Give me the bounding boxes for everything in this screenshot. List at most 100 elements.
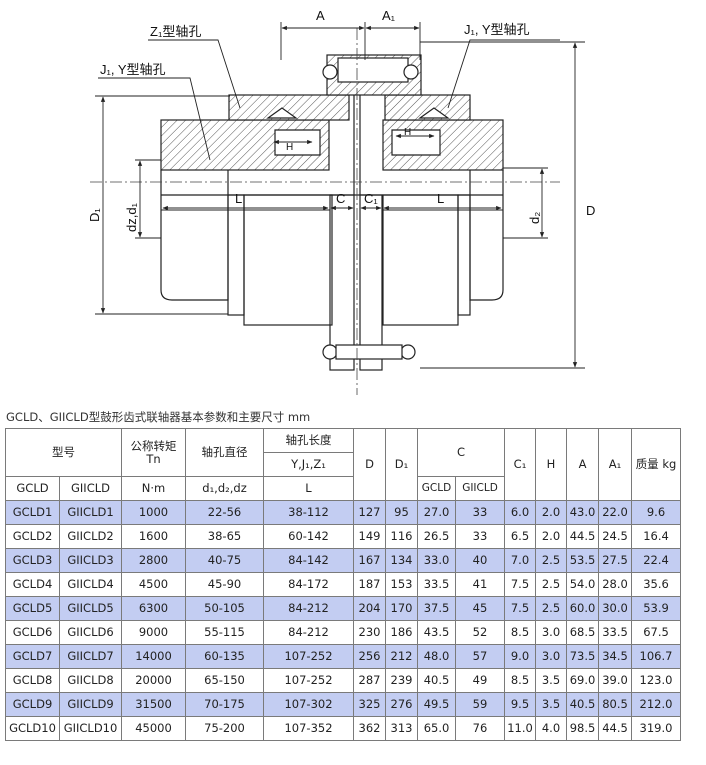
table-cell: GCLD9 xyxy=(5,692,60,717)
table-cell: 276 xyxy=(385,692,418,717)
table-cell: 49.5 xyxy=(417,692,456,717)
table-cell: 7.5 xyxy=(504,596,536,621)
table-cell: 60.0 xyxy=(566,596,599,621)
dimension-labels: A A₁ Z₁型轴孔 J₁, Y型轴孔 J₁, Y型轴孔 H H L L C C… xyxy=(87,8,595,232)
table-cell: 11.0 xyxy=(504,716,536,741)
table-cell: GIICLD7 xyxy=(59,644,122,669)
label-D1: D₁ xyxy=(87,208,102,222)
table-cell: 28.0 xyxy=(598,572,632,597)
table-cell: 319.0 xyxy=(631,716,681,741)
table-cell: 186 xyxy=(385,620,418,645)
table-cell: 134 xyxy=(385,548,418,573)
header-mass: 质量 kg xyxy=(631,428,681,501)
table-cell: 3.0 xyxy=(535,620,567,645)
label-H-left: H xyxy=(286,142,293,153)
table-cell: 40-75 xyxy=(185,548,264,573)
table-cell: 22.0 xyxy=(598,500,632,525)
table-cell: 9.6 xyxy=(631,500,681,525)
table-cell: 49 xyxy=(455,668,505,693)
table-cell: 68.5 xyxy=(566,620,599,645)
table-cell: GCLD2 xyxy=(5,524,60,549)
table-cell: 84-212 xyxy=(263,620,354,645)
table-cell: 239 xyxy=(385,668,418,693)
table-cell: 230 xyxy=(353,620,386,645)
table-cell: 22.4 xyxy=(631,548,681,573)
table-cell: 153 xyxy=(385,572,418,597)
table-cell: 3.5 xyxy=(535,668,567,693)
table-cell: 33.5 xyxy=(598,620,632,645)
table-cell: 6.0 xyxy=(504,500,536,525)
header-C1: C₁ xyxy=(504,428,536,501)
table-cell: GIICLD8 xyxy=(59,668,122,693)
table-cell: 45000 xyxy=(121,716,186,741)
table-cell: 44.5 xyxy=(598,716,632,741)
header-model: 型号 xyxy=(5,428,122,477)
table-cell: 84-142 xyxy=(263,548,354,573)
table-cell: 20000 xyxy=(121,668,186,693)
table-cell: 73.5 xyxy=(566,644,599,669)
table-cell: 2.5 xyxy=(535,596,567,621)
header-C: C xyxy=(417,428,505,477)
table-cell: 67.5 xyxy=(631,620,681,645)
table-cell: GCLD3 xyxy=(5,548,60,573)
table-cell: 3.5 xyxy=(535,692,567,717)
table-cell: GIICLD10 xyxy=(59,716,122,741)
table-cell: 39.0 xyxy=(598,668,632,693)
table-cell: 7.5 xyxy=(504,572,536,597)
label-j1y-bore-left: J₁, Y型轴孔 xyxy=(100,62,166,77)
table-cell: GIICLD4 xyxy=(59,572,122,597)
table-cell: 98.5 xyxy=(566,716,599,741)
table-cell: 40 xyxy=(455,548,505,573)
coupling-drawing: A A₁ Z₁型轴孔 J₁, Y型轴孔 J₁, Y型轴孔 H H L L C C… xyxy=(87,8,595,395)
table-cell: GIICLD9 xyxy=(59,692,122,717)
table-cell: 2.0 xyxy=(535,500,567,525)
table-cell: 212 xyxy=(385,644,418,669)
table-cell: 35.6 xyxy=(631,572,681,597)
table-cell: GIICLD5 xyxy=(59,596,122,621)
table-cell: GCLD8 xyxy=(5,668,60,693)
table-cell: 70-175 xyxy=(185,692,264,717)
table-cell: 37.5 xyxy=(417,596,456,621)
table-cell: 116 xyxy=(385,524,418,549)
table-cell: 2.0 xyxy=(535,524,567,549)
table-cell: 65.0 xyxy=(417,716,456,741)
header-c-giicld: GIICLD xyxy=(455,476,505,501)
table-cell: 107-252 xyxy=(263,668,354,693)
table-cell: 3.0 xyxy=(535,644,567,669)
label-dz-d1: dz,d₁ xyxy=(124,202,139,232)
table-cell: 53.9 xyxy=(631,596,681,621)
table-cell: 55-115 xyxy=(185,620,264,645)
header-D1: D₁ xyxy=(385,428,418,501)
table-cell: GIICLD2 xyxy=(59,524,122,549)
table-cell: 2.5 xyxy=(535,548,567,573)
table-cell: GCLD1 xyxy=(5,500,60,525)
table-cell: 45 xyxy=(455,596,505,621)
table-cell: GCLD6 xyxy=(5,620,60,645)
table-cell: 26.5 xyxy=(417,524,456,549)
header-bore-len-types: Y,J₁,Z₁ xyxy=(263,452,354,477)
table-cell: 24.5 xyxy=(598,524,632,549)
table-cell: 6300 xyxy=(121,596,186,621)
label-C1: C₁ xyxy=(364,191,378,206)
table-cell: 107-302 xyxy=(263,692,354,717)
header-giicld: GIICLD xyxy=(59,476,122,501)
header-bore-dia-sub: d₁,d₂,dz xyxy=(185,476,264,501)
coupling-body xyxy=(160,54,504,371)
table-cell: 9.0 xyxy=(504,644,536,669)
label-L-right: L xyxy=(437,191,444,206)
header-H: H xyxy=(535,428,567,501)
header-bore-len-sub: L xyxy=(263,476,354,501)
table-cell: 80.5 xyxy=(598,692,632,717)
table-cell: 16.4 xyxy=(631,524,681,549)
label-H-right: H xyxy=(404,127,411,138)
table-cell: 50-105 xyxy=(185,596,264,621)
table-cell: 4.0 xyxy=(535,716,567,741)
